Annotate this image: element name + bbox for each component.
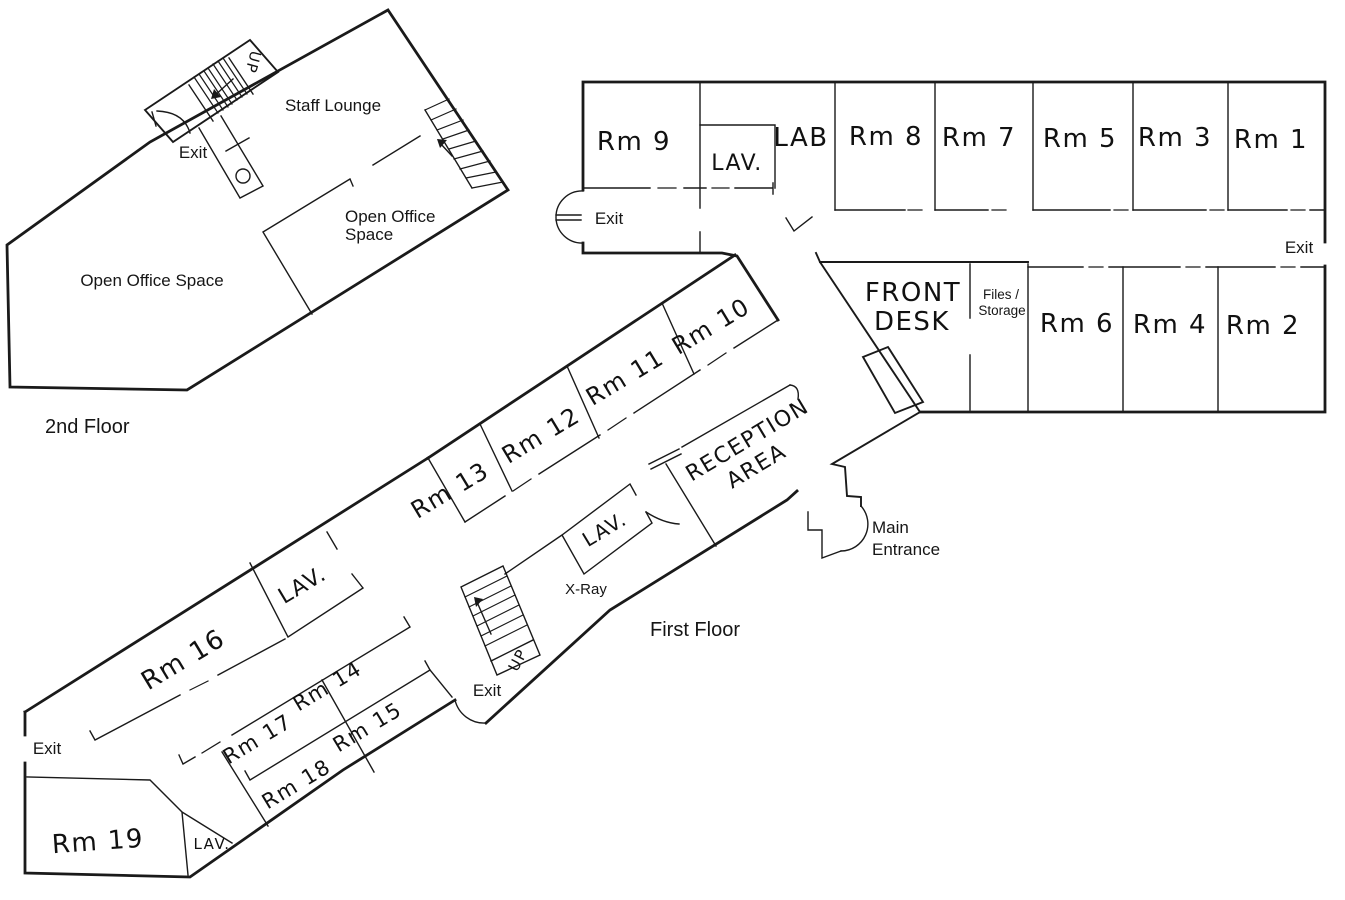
rm16-door-dash — [189, 680, 209, 691]
second-floor-stairs-right — [424, 98, 504, 189]
lav-door-arc — [645, 511, 680, 525]
label-staff-lounge: Staff Lounge — [285, 96, 381, 115]
reception-hook — [789, 384, 800, 400]
second-floor-shaft — [198, 115, 264, 199]
stair-treads — [193, 57, 248, 114]
label-rm-5: Rm 5 — [1043, 124, 1117, 154]
label-rm-13: Rm 13 — [406, 456, 494, 524]
label-rm-10: Rm 10 — [667, 292, 755, 360]
reception-walls — [648, 384, 800, 547]
label-main-entrance-2: Entrance — [872, 540, 940, 559]
stair-arrowhead — [437, 139, 447, 148]
front-desk-walls — [814, 251, 1029, 414]
southwest-exit-arc — [454, 699, 487, 724]
label-rm-7: Rm 7 — [942, 123, 1016, 153]
exam-room-grid — [178, 616, 453, 827]
west-exit-door — [555, 190, 584, 244]
label-rm-17: Rm 17 — [219, 709, 296, 769]
diagonal-outer-wall — [426, 253, 737, 460]
stair-arrow — [476, 601, 492, 635]
diagonal-corridor-wall-nw — [464, 319, 779, 523]
label-exit-southwest: Exit — [33, 739, 62, 758]
label-lav-upper: LAV. — [274, 562, 331, 610]
label-2nd-floor-title: 2nd Floor — [45, 416, 130, 438]
door-arc — [156, 110, 191, 134]
second-floor-partitions — [262, 135, 421, 315]
stair-treads — [424, 98, 504, 189]
label-rm-11: Rm 11 — [581, 343, 669, 411]
label-rm-1: Rm 1 — [1234, 125, 1308, 155]
lav-upper-walls — [249, 531, 364, 638]
label-main-entrance-1: Main — [872, 518, 909, 537]
label-xray: X-Ray — [565, 581, 607, 598]
label-rm-3: Rm 3 — [1138, 123, 1212, 153]
corridor-door-swing — [785, 216, 813, 233]
north-wing-outline — [581, 80, 1327, 414]
door-dashes-upper — [657, 187, 1306, 211]
first-floor-diagonal-wing: Rm 10 Rm 11 Rm 12 Rm 13 RECEPTION AREA L… — [406, 253, 940, 641]
label-rm-14: Rm 14 — [289, 656, 366, 716]
south-row-dividers — [1027, 263, 1219, 413]
corridor-wall-upper — [582, 182, 1326, 211]
label-lav-bottom: LAV. — [193, 835, 230, 853]
label-open-office-left: Open Office Space — [80, 271, 223, 290]
label-open-office-right-2: Space — [345, 225, 393, 244]
label-rm-19: Rm 19 — [51, 824, 145, 860]
rm19-walls — [26, 776, 233, 876]
label-rm-12: Rm 12 — [497, 401, 585, 469]
first-floor-stairs — [460, 565, 541, 676]
label-exit-stairs: Exit — [473, 681, 502, 700]
label-exit-east: Exit — [1285, 238, 1314, 257]
label-rm-15: Rm 15 — [329, 697, 406, 757]
southwest-outer-walls — [23, 456, 799, 879]
front-desk-counter — [861, 345, 925, 415]
fixture-circle — [235, 168, 251, 184]
label-files-2: Storage — [978, 303, 1025, 318]
label-first-floor-title: First Floor — [650, 619, 740, 641]
label-exit-west: Exit — [595, 209, 624, 228]
stair-arrowhead — [211, 89, 221, 99]
label-lav-north: LAV. — [711, 151, 763, 176]
label-rm-9: Rm 9 — [597, 127, 671, 157]
second-floor-plan: Staff Lounge Open Office Space Open Offi… — [5, 8, 510, 438]
diagonal-door-dashes — [512, 352, 727, 492]
label-front-desk-2: DESK — [874, 307, 950, 337]
label-files-1: Files / — [983, 287, 1019, 302]
label-up-2f: UP — [241, 49, 264, 76]
label-front-desk-1: FRONT — [865, 278, 961, 308]
second-floor-stairs-up — [143, 38, 280, 144]
label-rm-2: Rm 2 — [1226, 311, 1300, 341]
label-rm-4: Rm 4 — [1133, 310, 1207, 340]
stair-treads — [464, 575, 528, 647]
north-wing-dividers — [699, 81, 1229, 254]
label-exit-2f: Exit — [179, 143, 208, 162]
label-rm-6: Rm 6 — [1040, 309, 1114, 339]
lav-closet-north — [699, 124, 776, 189]
lav-mid-walls — [504, 482, 653, 576]
main-entrance — [807, 410, 922, 560]
diagonal-room-dividers — [427, 302, 695, 523]
stair-arrowhead — [474, 597, 483, 607]
entrance-door-arc — [840, 505, 869, 552]
first-floor-north-wing: Rm 9 LAV. LAB Rm 8 Rm 7 Rm 5 Rm 3 Rm 1 E… — [555, 80, 1327, 415]
label-rm-8: Rm 8 — [849, 122, 923, 152]
second-floor-exit-door — [151, 110, 191, 134]
label-lab: LAB — [773, 123, 828, 153]
reception-door — [648, 448, 682, 470]
label-open-office-right-1: Open Office — [345, 207, 435, 226]
first-floor-southwest-wing: Rm 16 LAV. Rm 17 Rm 14 Rm 18 Rm 15 Rm 19… — [23, 456, 799, 879]
rm16-corridor-wall — [89, 638, 286, 741]
second-floor-outline — [5, 8, 510, 392]
